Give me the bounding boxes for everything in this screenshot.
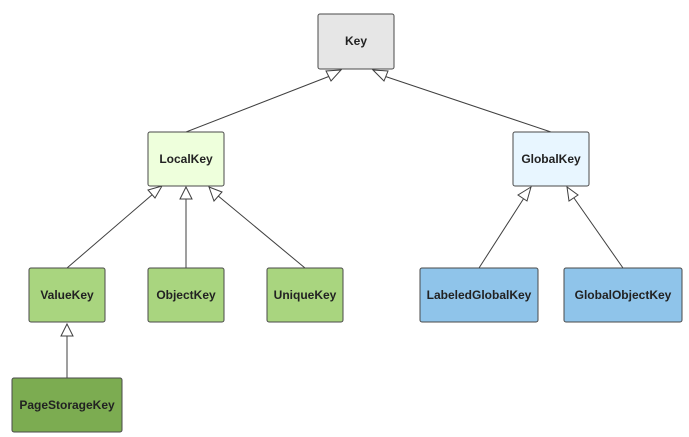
node-key-label: Key — [345, 34, 367, 48]
edge-global-object-key-to-global-key — [566, 185, 624, 269]
inheritance-edges — [60, 69, 624, 378]
node-global-object-key: GlobalObjectKey — [563, 267, 683, 323]
node-local-key-label: LocalKey — [159, 152, 213, 166]
edge-unique-key-to-local-key — [208, 186, 306, 269]
node-global-key-label: GlobalKey — [521, 152, 581, 166]
node-value-key: ValueKey — [28, 267, 106, 323]
class-nodes: Key LocalKey GlobalKey ValueKey ObjectKe… — [11, 13, 683, 433]
edge-local-key-to-key — [185, 69, 343, 133]
node-key: Key — [317, 13, 395, 70]
node-global-key: GlobalKey — [512, 131, 590, 187]
edge-labeled-global-key-to-global-key — [478, 185, 532, 269]
node-unique-key: UniqueKey — [266, 267, 344, 323]
node-page-storage-key: PageStorageKey — [11, 377, 123, 433]
node-object-key: ObjectKey — [147, 267, 225, 323]
node-page-storage-key-label: PageStorageKey — [19, 398, 115, 412]
edge-value-key-to-local-key — [66, 185, 164, 269]
node-global-object-key-label: GlobalObjectKey — [575, 288, 672, 302]
node-unique-key-label: UniqueKey — [274, 288, 337, 302]
node-labeled-global-key-label: LabeledGlobalKey — [427, 288, 532, 302]
edge-object-key-to-local-key — [179, 185, 193, 268]
node-value-key-label: ValueKey — [40, 288, 94, 302]
edge-page-storage-key-to-value-key — [60, 322, 74, 378]
node-object-key-label: ObjectKey — [156, 288, 216, 302]
node-local-key: LocalKey — [147, 131, 225, 187]
edge-global-key-to-key — [371, 69, 552, 133]
node-labeled-global-key: LabeledGlobalKey — [419, 267, 539, 323]
